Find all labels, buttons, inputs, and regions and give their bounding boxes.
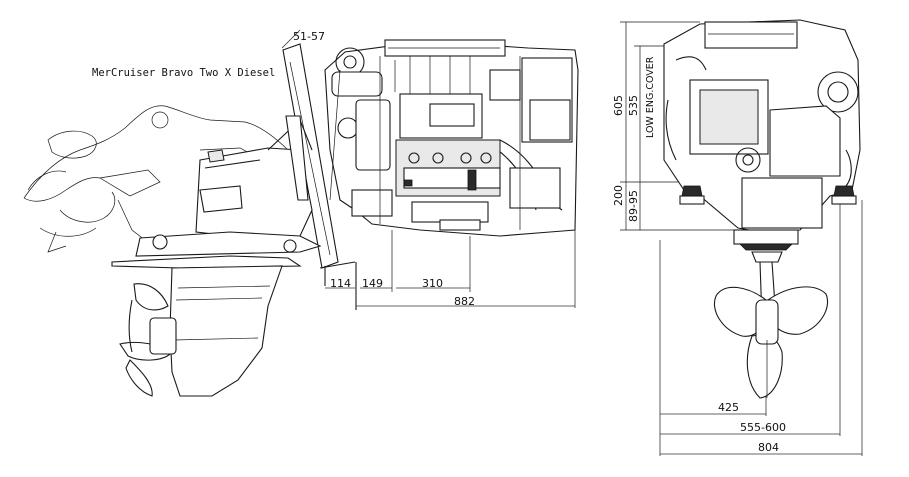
dim-89-95: 89-95 [627,190,640,222]
dim-149: 149 [362,277,383,290]
front-view: 605 535 LOW ENG.COVER 200 89-95 425 555-… [612,19,863,456]
low-engine-cover-label: LOW ENG.COVER [645,56,656,138]
dim-804: 804 [758,441,779,454]
dim-605: 605 [612,95,625,116]
side-view-dimensions: 51-57 114 149 310 882 [281,29,576,308]
sterndrive-unit [111,115,322,397]
dim-555-600: 555-600 [740,421,786,434]
dim-310: 310 [422,277,443,290]
dim-114: 114 [330,277,351,290]
engine-side [324,39,579,237]
dim-425: 425 [718,401,739,414]
dim-200: 200 [612,185,625,206]
drawing-title: MerCruiser Bravo Two X Diesel [92,67,275,79]
side-view: 51-57 114 149 310 882 [23,29,579,397]
dim-535: 535 [627,95,640,116]
dim-882: 882 [454,295,475,308]
front-view-dimensions: 605 535 LOW ENG.COVER 200 89-95 425 555-… [612,21,863,456]
engine-front [663,19,861,399]
dim-drive-angle: 51-57 [293,30,325,43]
